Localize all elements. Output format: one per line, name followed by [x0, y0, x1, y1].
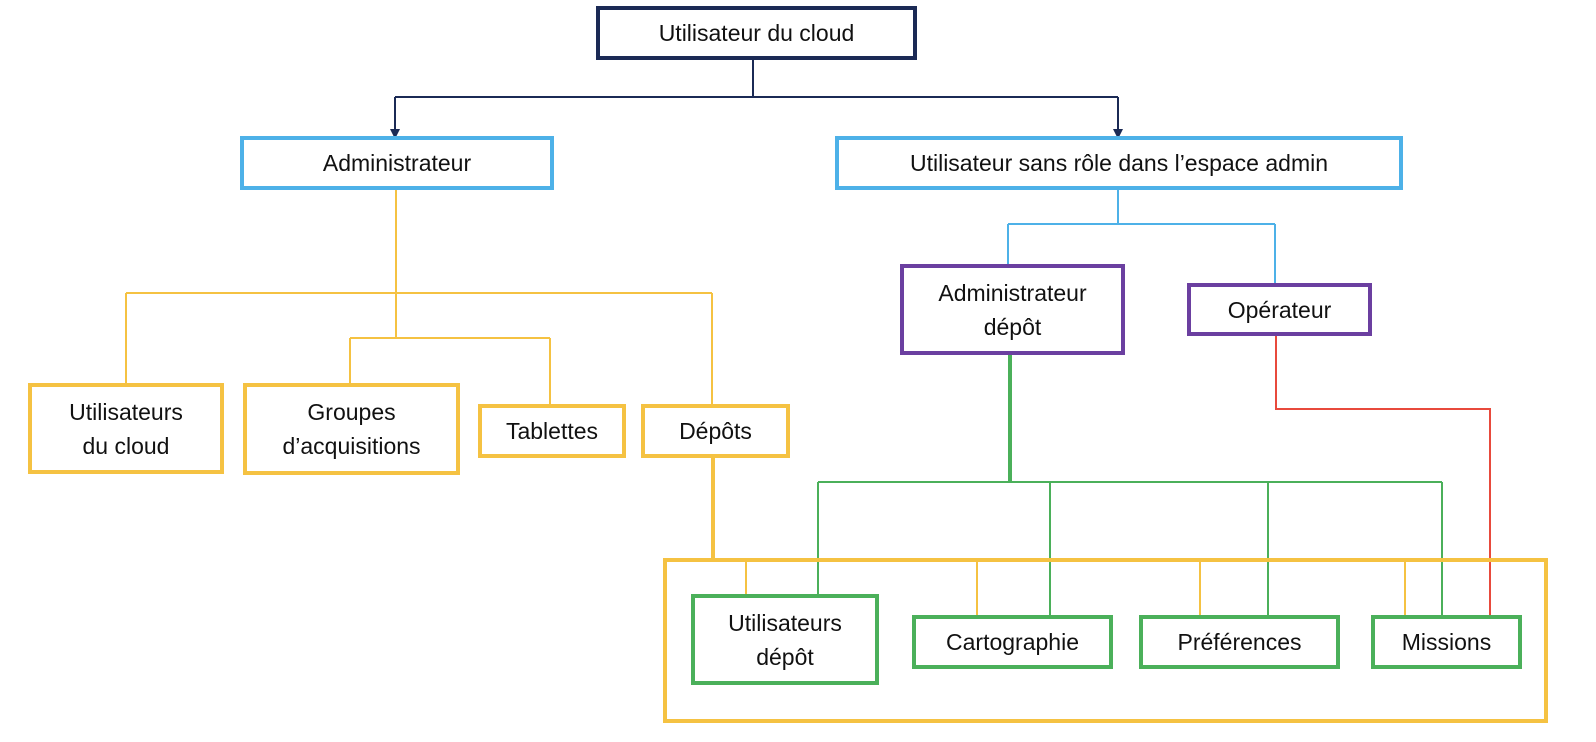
node-tablettes: Tablettes — [478, 404, 626, 458]
node-administrateur-depot: Administrateur dépôt — [900, 264, 1125, 355]
node-utilisateur-du-cloud: Utilisateur du cloud — [596, 6, 917, 60]
node-operateur: Opérateur — [1187, 283, 1372, 336]
admin-depot-connectors — [817, 353, 1443, 615]
node-administrateur: Administrateur — [240, 136, 554, 190]
operateur-missions-connector — [1275, 336, 1491, 615]
node-preferences: Préférences — [1139, 615, 1340, 669]
node-cartographie: Cartographie — [912, 615, 1113, 669]
node-groupes-acquisitions: Groupes d’acquisitions — [243, 383, 460, 475]
depot-items-container — [663, 558, 1548, 723]
root-connectors — [390, 58, 1123, 139]
node-utilisateurs-du-cloud: Utilisateurs du cloud — [28, 383, 224, 474]
container-stubs — [745, 560, 1406, 615]
node-utilisateur-sans-role: Utilisateur sans rôle dans l’espace admi… — [835, 136, 1403, 190]
admin-connectors — [125, 188, 713, 404]
node-utilisateurs-depot: Utilisateurs dépôt — [691, 594, 879, 685]
sans-role-connectors — [1007, 188, 1276, 283]
node-depots: Dépôts — [641, 404, 790, 458]
node-missions: Missions — [1371, 615, 1522, 669]
